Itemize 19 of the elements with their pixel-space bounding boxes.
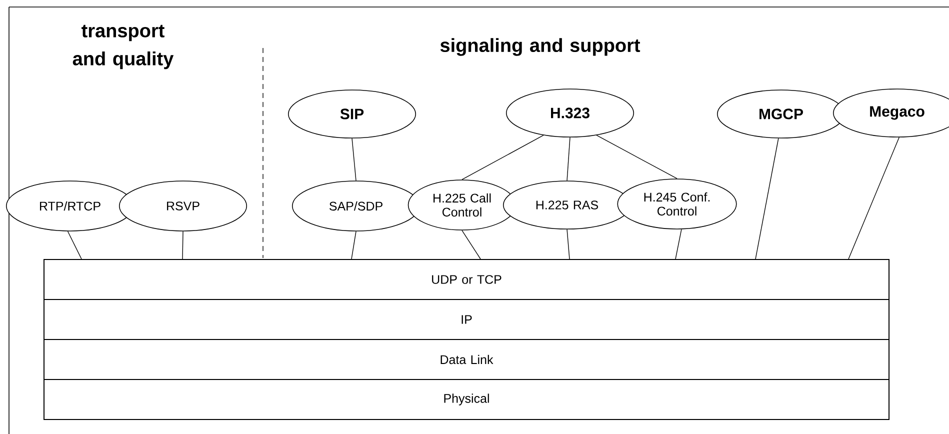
layer-box: UDP or TCP [44, 259, 890, 300]
section-heading: transport and quality [72, 24, 174, 70]
connector-line [566, 229, 570, 260]
connector-line [67, 231, 82, 260]
connector-line [462, 230, 481, 260]
section-heading: signaling and support [440, 38, 640, 56]
connector-line [182, 231, 184, 260]
connector-line [596, 134, 678, 179]
connector-line [755, 138, 779, 260]
layer-box: Data Link [44, 339, 890, 380]
connector-line [351, 231, 356, 260]
connector-line [848, 137, 900, 260]
connector-line [566, 137, 570, 181]
connector-line [462, 134, 544, 180]
layer-box: Physical [44, 379, 890, 420]
layer-box: IP [44, 299, 890, 340]
node-label: Megaco [870, 106, 924, 120]
connector-line [675, 228, 682, 260]
connector-line [352, 138, 356, 181]
